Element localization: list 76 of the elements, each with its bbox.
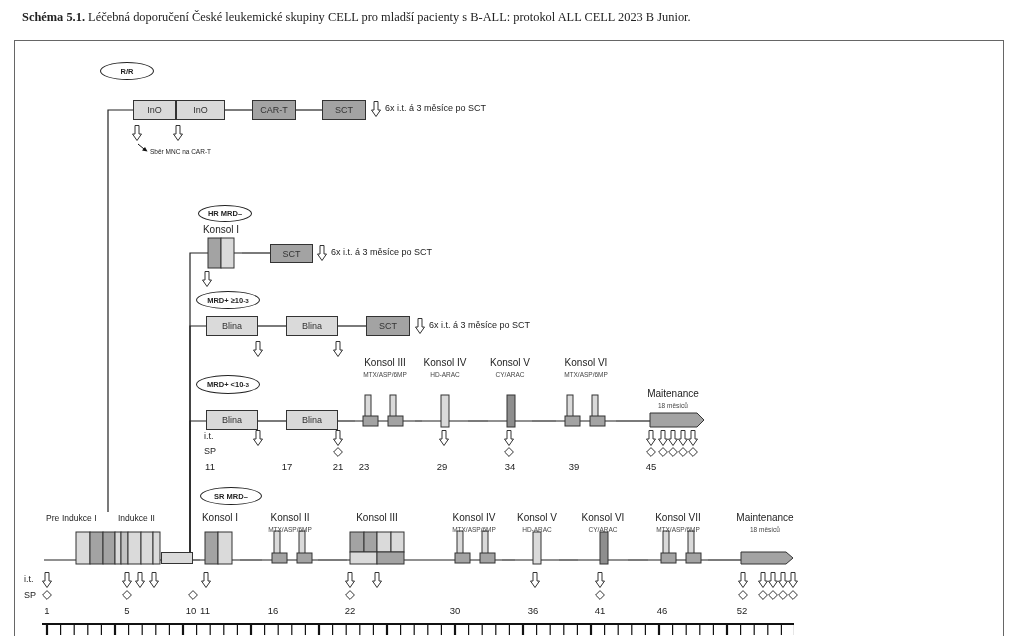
- phase-heading: Maintenance: [736, 512, 794, 524]
- week-number: 45: [645, 462, 657, 473]
- therapy-box: SCT: [366, 316, 410, 336]
- row-label: i.t.: [204, 431, 214, 442]
- connector-line: [337, 420, 356, 422]
- phase-heading: Konsol V: [490, 357, 530, 369]
- therapy-box: CAR-T: [252, 100, 296, 120]
- week-number: 46: [656, 606, 668, 617]
- therapy-box: Blina: [286, 316, 338, 336]
- week-number: 41: [594, 606, 606, 617]
- week-number: 11: [200, 606, 210, 617]
- transition-bar: [161, 552, 193, 564]
- phase-heading: Konsol I: [201, 512, 239, 524]
- note-text: 6x i.t. á 3 měsíce po SCT: [429, 320, 531, 331]
- phase-heading: Konsol VII: [655, 512, 701, 524]
- therapy-box: InO: [133, 100, 176, 120]
- week-number: 10: [185, 606, 197, 617]
- connector-line: [501, 559, 516, 561]
- connector-line: [615, 420, 641, 422]
- connector-line: [257, 420, 287, 422]
- connector-line: [317, 559, 348, 561]
- week-number: 5: [124, 606, 130, 617]
- note-text: 6x i.t. á 3 měsíce po SCT: [331, 247, 433, 258]
- phase-heading: Konsol VI: [564, 357, 608, 369]
- therapy-box: InO: [176, 100, 225, 120]
- therapy-box: Blina: [206, 410, 258, 430]
- row-label: SP: [24, 590, 36, 601]
- week-number: 16: [267, 606, 279, 617]
- phase-heading: Konsol IV: [423, 357, 467, 369]
- connector-line: [224, 109, 253, 111]
- week-number: 23: [358, 462, 370, 473]
- phase-heading: Konsol III: [356, 512, 398, 524]
- week-number: 17: [281, 462, 293, 473]
- connector-line: [107, 109, 134, 513]
- week-number: 22: [344, 606, 356, 617]
- phase-heading: Konsol II: [270, 512, 310, 524]
- connector-line: [189, 420, 207, 553]
- therapy-box: SCT: [270, 244, 313, 263]
- week-number: 30: [449, 606, 461, 617]
- connector-line: [627, 559, 649, 561]
- connector-line: [192, 559, 201, 561]
- phase-heading: Indukce I: [62, 512, 97, 524]
- connector-line: [467, 420, 489, 422]
- week-number: 11: [205, 462, 215, 473]
- week-number: 29: [436, 462, 448, 473]
- connector-line: [241, 252, 271, 254]
- therapy-box: Blina: [286, 410, 338, 430]
- week-number: 36: [527, 606, 539, 617]
- note-text: 6x i.t. á 3 měsíce po SCT: [385, 103, 487, 114]
- connector-line: [414, 420, 423, 422]
- therapy-box: SCT: [322, 100, 366, 120]
- phase-heading: Konsol V: [517, 512, 557, 524]
- phase-heading: Konsol I: [202, 224, 240, 236]
- phase-heading: Maitenance: [647, 388, 699, 400]
- connector-line: [239, 559, 263, 561]
- week-number: 1: [44, 606, 50, 617]
- week-number: 34: [504, 462, 516, 473]
- week-number: 39: [568, 462, 580, 473]
- row-label: SP: [204, 446, 216, 457]
- week-number: 52: [736, 606, 748, 617]
- week-number: 21: [332, 462, 344, 473]
- connector-line: [295, 109, 323, 111]
- figure-title: Schéma 5.1. Léčebná doporučení České leukemické skupiny CELL pro mladší pacienty s B-ALL: protokol ALL CELL 2023 B Junior.: [22, 10, 691, 25]
- connector-line: [558, 559, 579, 561]
- connector-line: [337, 325, 367, 327]
- phase-heading: Pre: [46, 512, 60, 524]
- phase-heading: Konsol IV: [452, 512, 496, 524]
- phase-heading: Konsol III: [364, 357, 406, 369]
- phase-heading: Indukce II: [118, 512, 155, 524]
- connector-line: [257, 325, 287, 327]
- connector-line: [531, 420, 557, 422]
- therapy-box: Blina: [206, 316, 258, 336]
- connector-line: [707, 559, 735, 561]
- phase-heading: Konsol VI: [581, 512, 625, 524]
- connector-line: [406, 559, 447, 561]
- row-label: i.t.: [24, 574, 34, 585]
